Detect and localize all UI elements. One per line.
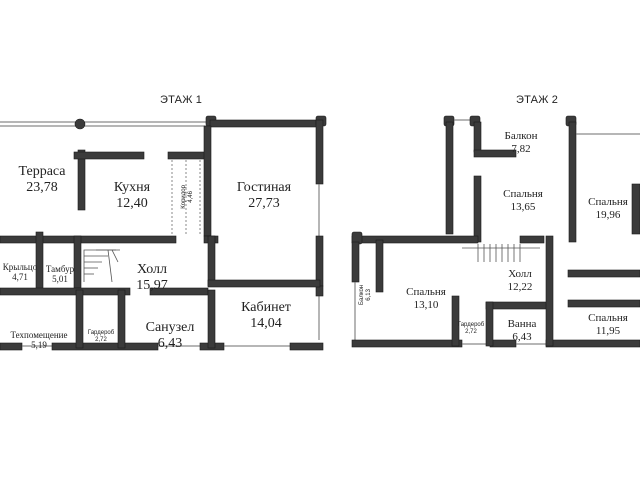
room-area: 6,43 xyxy=(512,330,532,343)
room-bedroom-4: Спальня 11,95 xyxy=(578,312,638,337)
room-name: Санузел xyxy=(145,320,195,335)
room-name: Холл xyxy=(508,268,532,280)
room-area: 6,43 xyxy=(157,336,183,352)
room-area: 2,72 xyxy=(465,328,477,335)
room-name: Терраса xyxy=(18,164,66,179)
room-bedroom-3: Спальня 13,10 xyxy=(390,286,462,311)
room-utility: Техпомещение 5,19 xyxy=(2,330,76,351)
room-bathroom: Санузел 6,43 xyxy=(132,320,208,352)
room-area: 23,78 xyxy=(26,180,58,196)
room-area: 5,19 xyxy=(31,340,47,351)
room-balcony-top: Балкон 7,82 xyxy=(486,130,556,155)
room-name: Техпомещение xyxy=(10,330,68,340)
room-vestibule: Тамбур 5,01 xyxy=(42,264,78,285)
room-study: Кабинет 14,04 xyxy=(226,300,306,332)
room-kitchen: Кухня 12,40 xyxy=(94,180,170,212)
room-name: Гостиная xyxy=(236,180,292,195)
room-name: Балкон xyxy=(504,130,538,142)
room-name: Коридор xyxy=(181,185,188,209)
room-corridor: Коридор 4,46 xyxy=(181,177,195,217)
room-name: Спальня xyxy=(406,286,446,298)
room-wardrobe: Гардероб 2,72 xyxy=(84,330,118,344)
room-porch: Крыльцо 4,71 xyxy=(0,262,40,283)
room-area: 5,01 xyxy=(52,274,68,285)
room-name: Тамбур xyxy=(45,264,75,274)
room-name: Спальня xyxy=(588,196,628,208)
room-name: Кабинет xyxy=(241,300,291,315)
room-area: 27,73 xyxy=(248,196,280,212)
room-name: Кухня xyxy=(113,180,151,195)
terrace-post xyxy=(74,118,86,130)
floor-2-title: ЭТАЖ 2 xyxy=(516,94,559,106)
room-wardrobe-2: Гардероб 2,72 xyxy=(456,322,486,336)
room-area: 4,71 xyxy=(12,272,28,283)
room-name: Гардероб xyxy=(457,322,485,328)
room-area: 6,13 xyxy=(366,289,372,301)
room-area: 12,22 xyxy=(507,280,533,293)
room-area: 13,65 xyxy=(510,200,536,213)
floor-1-title: ЭТАЖ 1 xyxy=(160,94,203,106)
room-area: 4,46 xyxy=(188,191,194,203)
room-area: 15,97 xyxy=(136,278,168,294)
room-area: 2,72 xyxy=(95,336,107,343)
room-hall: Холл 15,97 xyxy=(120,262,184,294)
room-bath-2: Ванна 6,43 xyxy=(496,318,548,343)
room-area: 13,10 xyxy=(413,298,439,311)
room-area: 12,40 xyxy=(116,196,148,212)
room-area: 7,82 xyxy=(511,142,531,155)
floor-2-walls xyxy=(351,115,640,348)
room-living: Гостиная 27,73 xyxy=(222,180,306,212)
room-area: 11,95 xyxy=(595,324,621,337)
room-name: Ванна xyxy=(507,318,537,330)
room-hall-2: Холл 12,22 xyxy=(490,268,550,293)
room-name: Балкон xyxy=(359,284,366,305)
room-name: Спальня xyxy=(503,188,543,200)
room-area: 19,96 xyxy=(595,208,621,221)
floor-1-walls xyxy=(0,115,327,351)
room-area: 14,04 xyxy=(250,316,282,332)
room-name: Гардероб xyxy=(87,330,115,336)
room-bedroom-2: Спальня 19,96 xyxy=(578,196,638,221)
room-name: Холл xyxy=(136,262,168,277)
room-name: Крыльцо xyxy=(2,262,38,272)
room-terrace: Терраса 23,78 xyxy=(4,164,80,196)
room-balcony-side: Балкон 6,13 xyxy=(359,275,373,315)
room-bedroom-1: Спальня 13,65 xyxy=(486,188,560,213)
room-name: Спальня xyxy=(588,312,628,324)
